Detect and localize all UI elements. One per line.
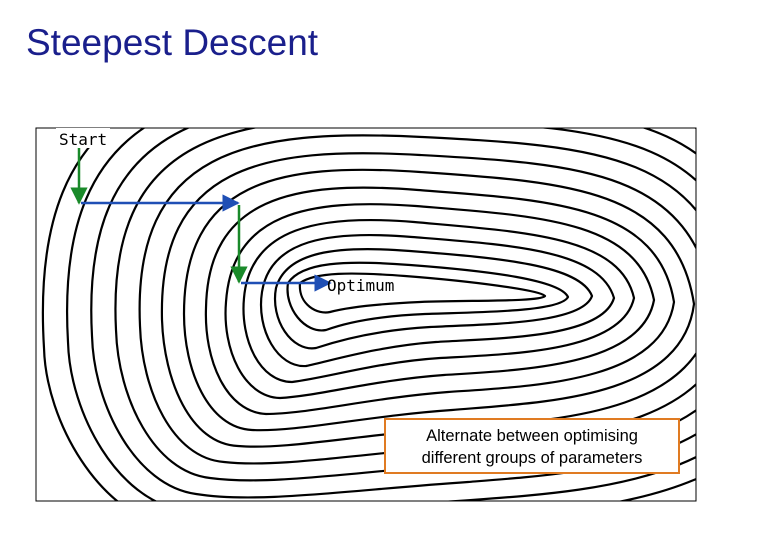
contour-ring-4 xyxy=(259,233,616,368)
contour-ring-7 xyxy=(204,186,676,416)
start-label-background xyxy=(56,128,110,148)
contour-ring-6 xyxy=(224,203,656,400)
annotation-line-2: different groups of parameters xyxy=(421,449,643,467)
contour-lines xyxy=(41,128,696,501)
plot-frame xyxy=(35,127,697,502)
contour-ring-8 xyxy=(182,168,696,432)
contour-ring-2 xyxy=(286,261,570,332)
contour-ring-5 xyxy=(242,218,636,384)
contour-ring-11 xyxy=(114,128,696,482)
contour-ring-12 xyxy=(90,128,696,499)
contour-ring-1 xyxy=(298,272,547,314)
descent-path xyxy=(70,148,332,292)
annotation-line-1: Alternate between optimising xyxy=(426,427,638,445)
optimum-label: Optimum xyxy=(327,276,394,295)
start-label: Start xyxy=(59,130,107,149)
slide-title: Steepest Descent xyxy=(26,22,319,63)
contour-ring-10 xyxy=(138,134,696,465)
annotation-box: Alternate between optimising different g… xyxy=(384,418,680,474)
contour-ring-3 xyxy=(273,248,594,350)
contour-ring-9 xyxy=(160,152,696,448)
